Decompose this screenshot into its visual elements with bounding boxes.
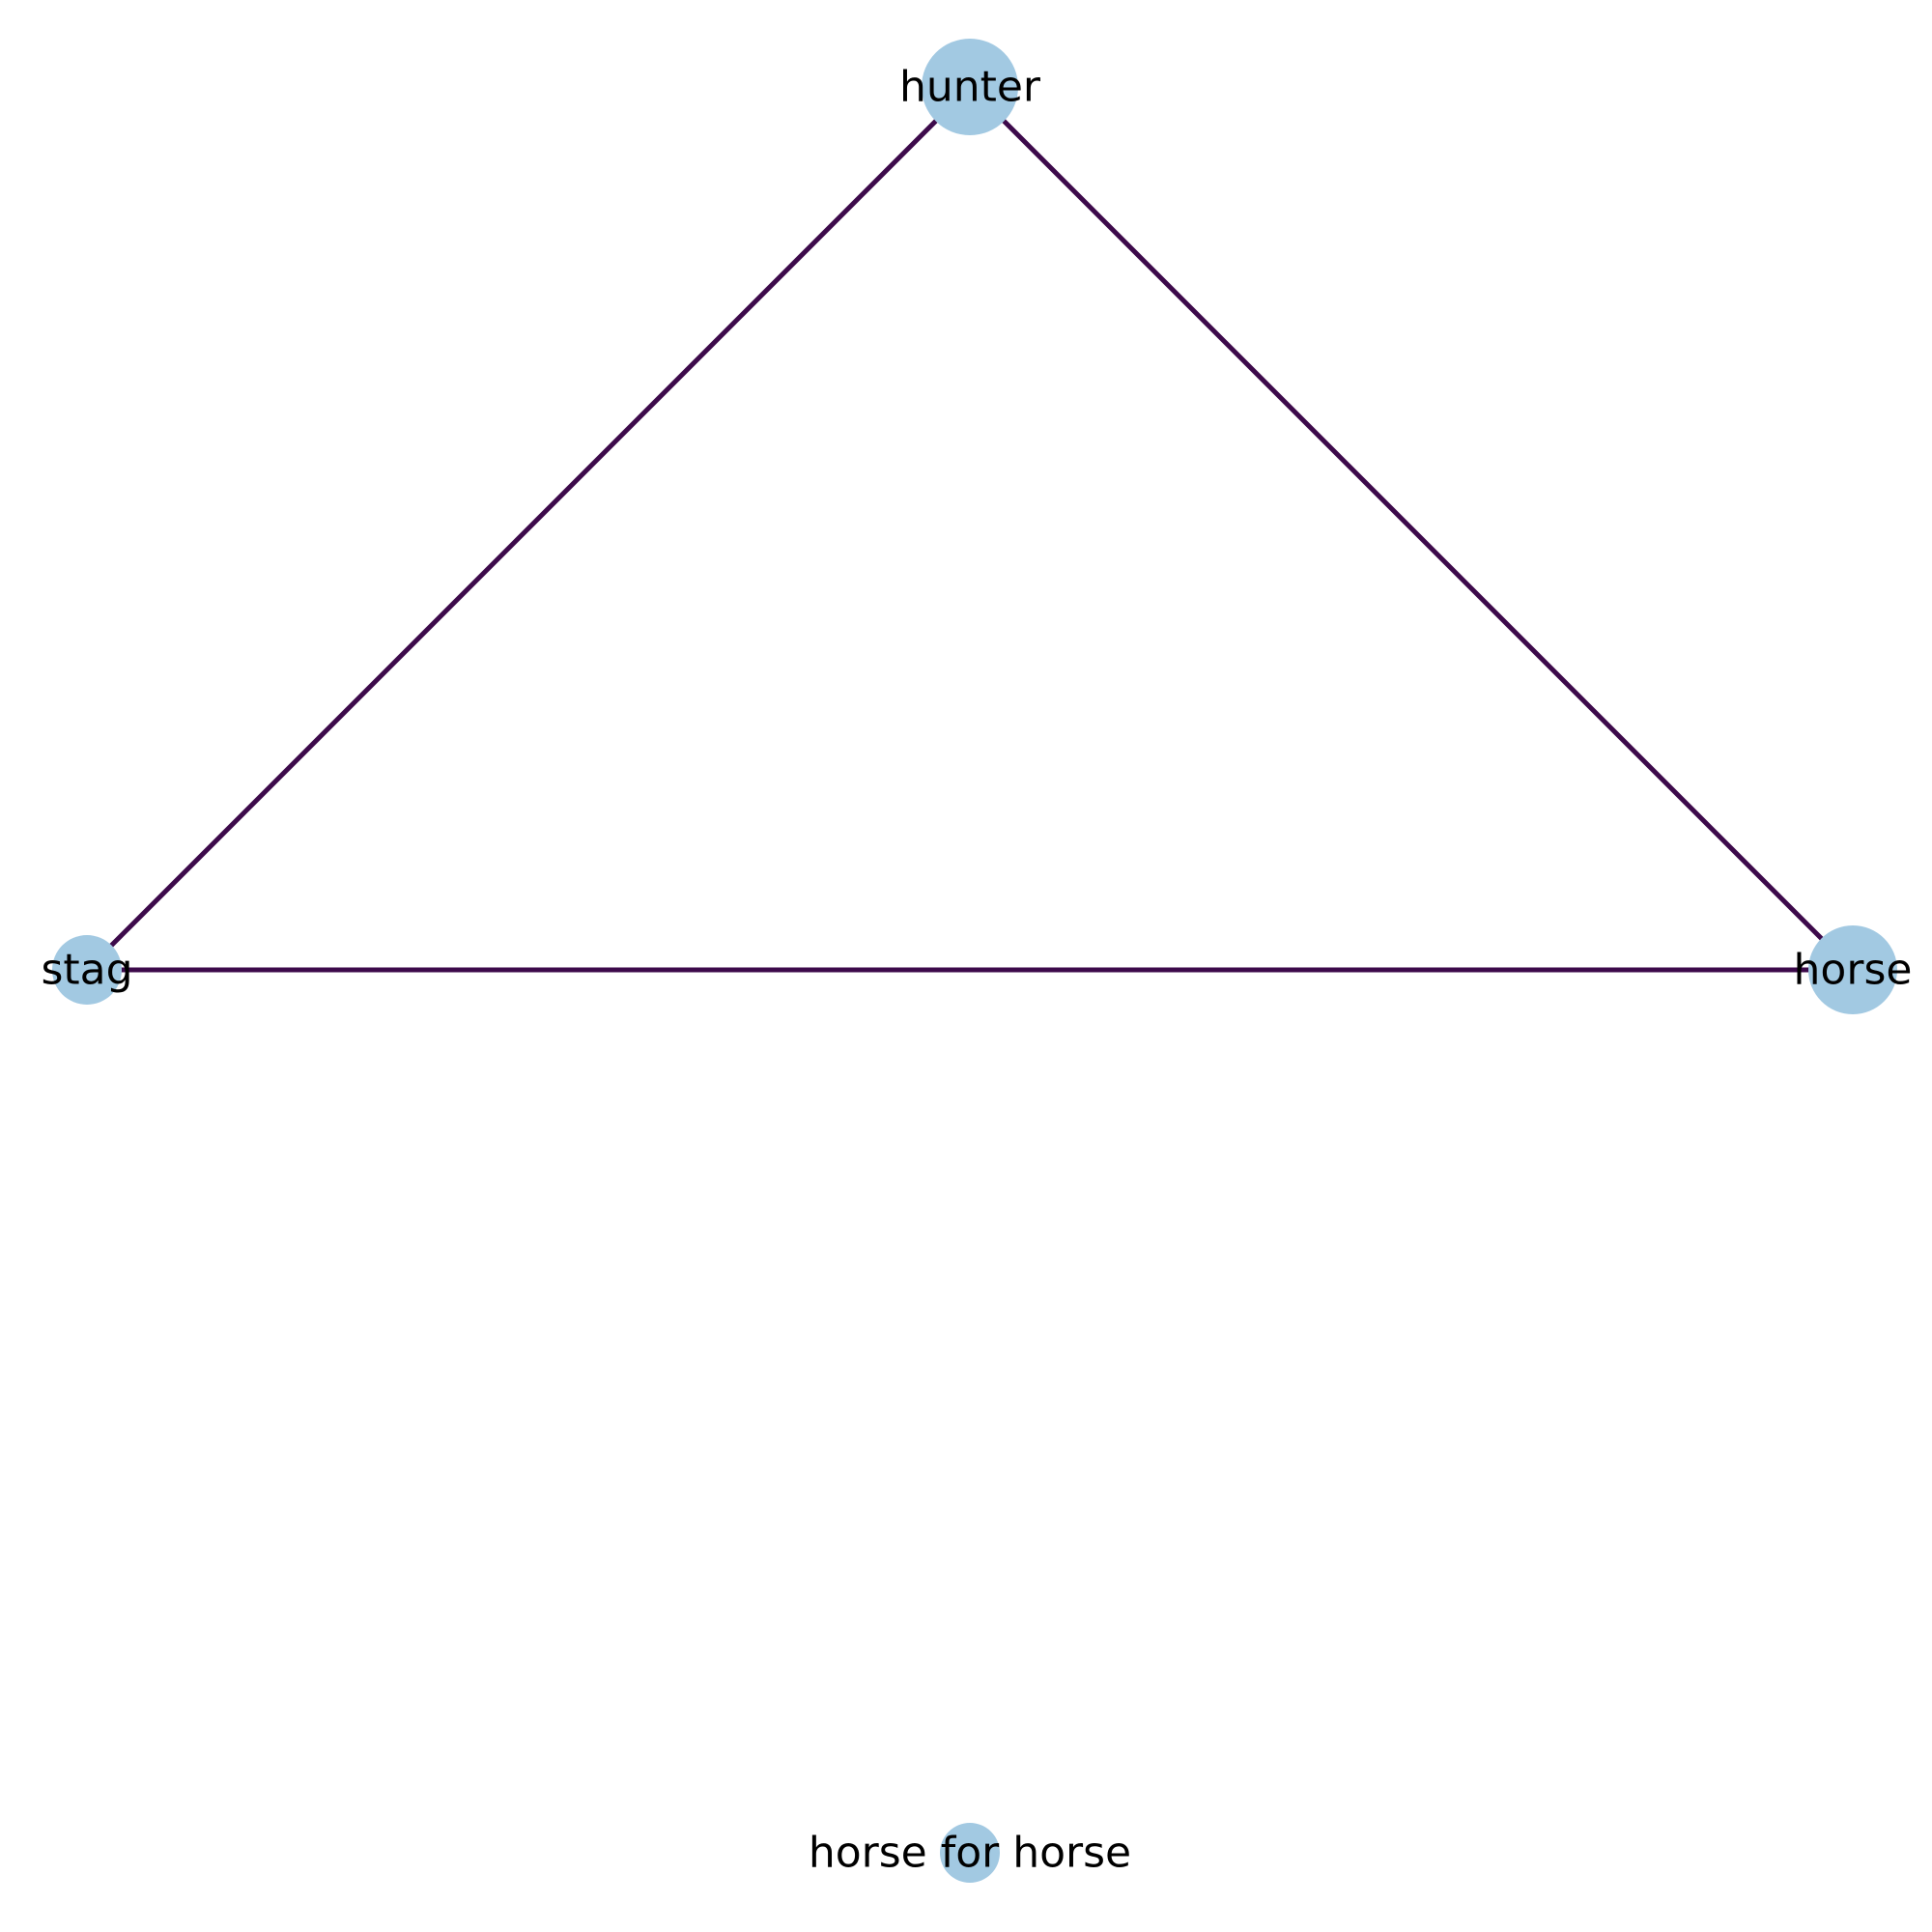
edge-layer: [84, 84, 1856, 973]
node-horse[interactable]: [1808, 925, 1897, 1014]
node-label-hunter: hunter: [899, 63, 1041, 112]
node-label-stag: stag: [41, 946, 132, 995]
edge-hunter-horse: [967, 84, 1856, 973]
node-label-horse: horse: [1794, 946, 1913, 995]
node-horse-for-horse[interactable]: [940, 1823, 1000, 1883]
node-hunter[interactable]: [922, 39, 1018, 135]
node-stag[interactable]: [52, 935, 122, 1005]
node-label-horse-for-horse: horse for horse: [809, 1829, 1131, 1878]
edge-hunter-stag: [84, 84, 973, 973]
node-layer: [52, 39, 1897, 1883]
label-layer: hunter stag horse horse for horse: [41, 63, 1912, 1878]
